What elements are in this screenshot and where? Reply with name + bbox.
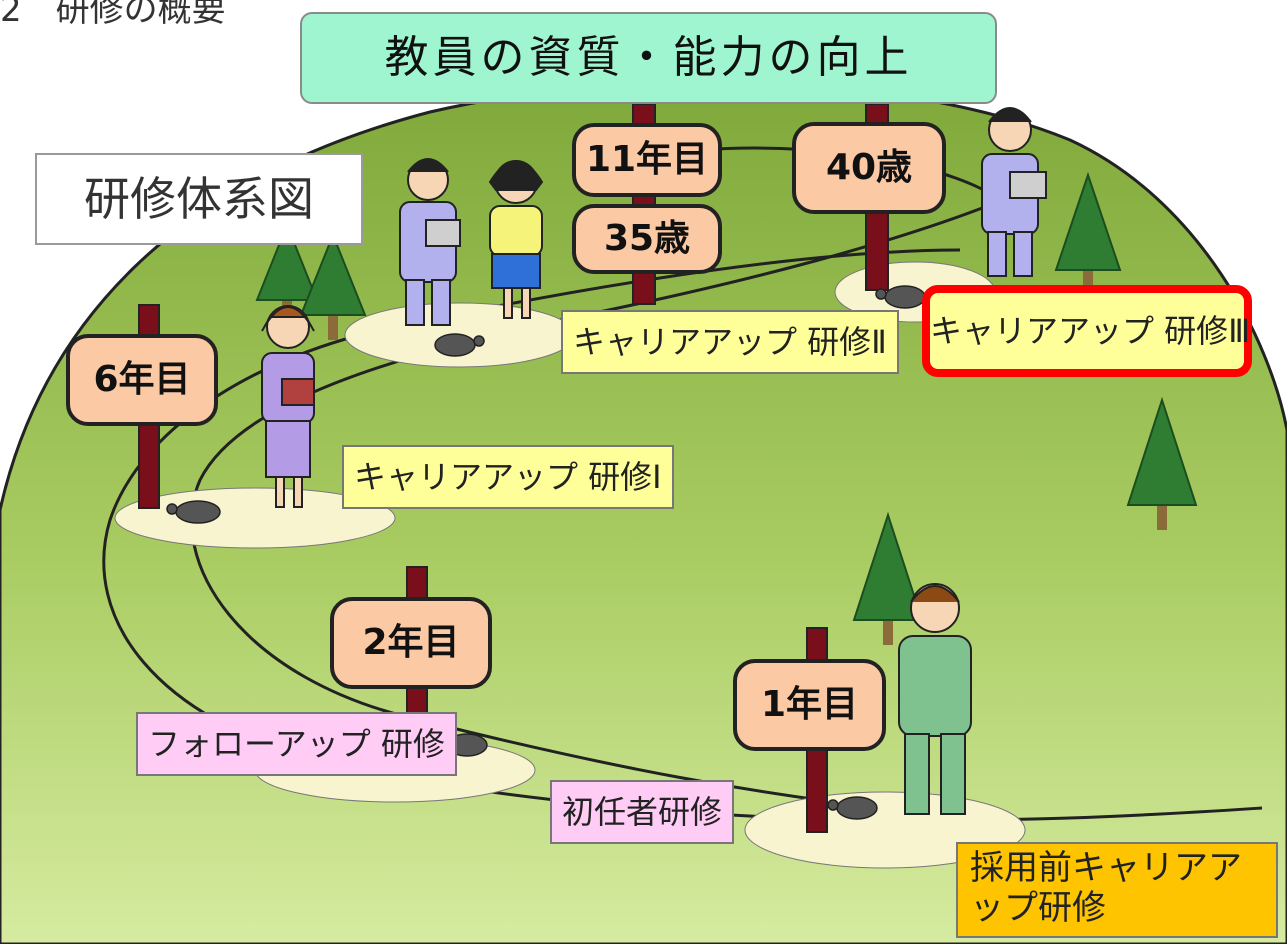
milestone-age-40: 40歳 — [792, 122, 946, 214]
training-pre-hire: 採用前キャリアアップ研修 — [956, 842, 1278, 938]
training-follow-up: フォローアップ 研修 — [136, 712, 457, 776]
main-title: 教員の資質・能力の向上 — [300, 12, 997, 104]
milestone-11-years: 11年目 — [572, 123, 722, 197]
milestone-2-years: 2年目 — [330, 597, 492, 689]
turtles — [166, 285, 926, 820]
section-heading: 2 研修の概要 — [0, 0, 226, 30]
training-first-year: 初任者研修 — [550, 780, 735, 844]
milestone-age-35: 35歳 — [572, 204, 722, 274]
training-career-up-3: キャリアアップ 研修Ⅲ — [922, 285, 1252, 377]
training-career-up-2: キャリアアップ 研修Ⅱ — [561, 310, 899, 374]
milestone-1-year: 1年目 — [733, 659, 886, 751]
training-career-up-1: キャリアアップ 研修Ⅰ — [342, 445, 674, 509]
people — [261, 107, 1047, 815]
system-diagram-label: 研修体系図 — [35, 153, 363, 245]
trees — [255, 171, 1198, 645]
milestone-6-years: 6年目 — [66, 334, 218, 426]
